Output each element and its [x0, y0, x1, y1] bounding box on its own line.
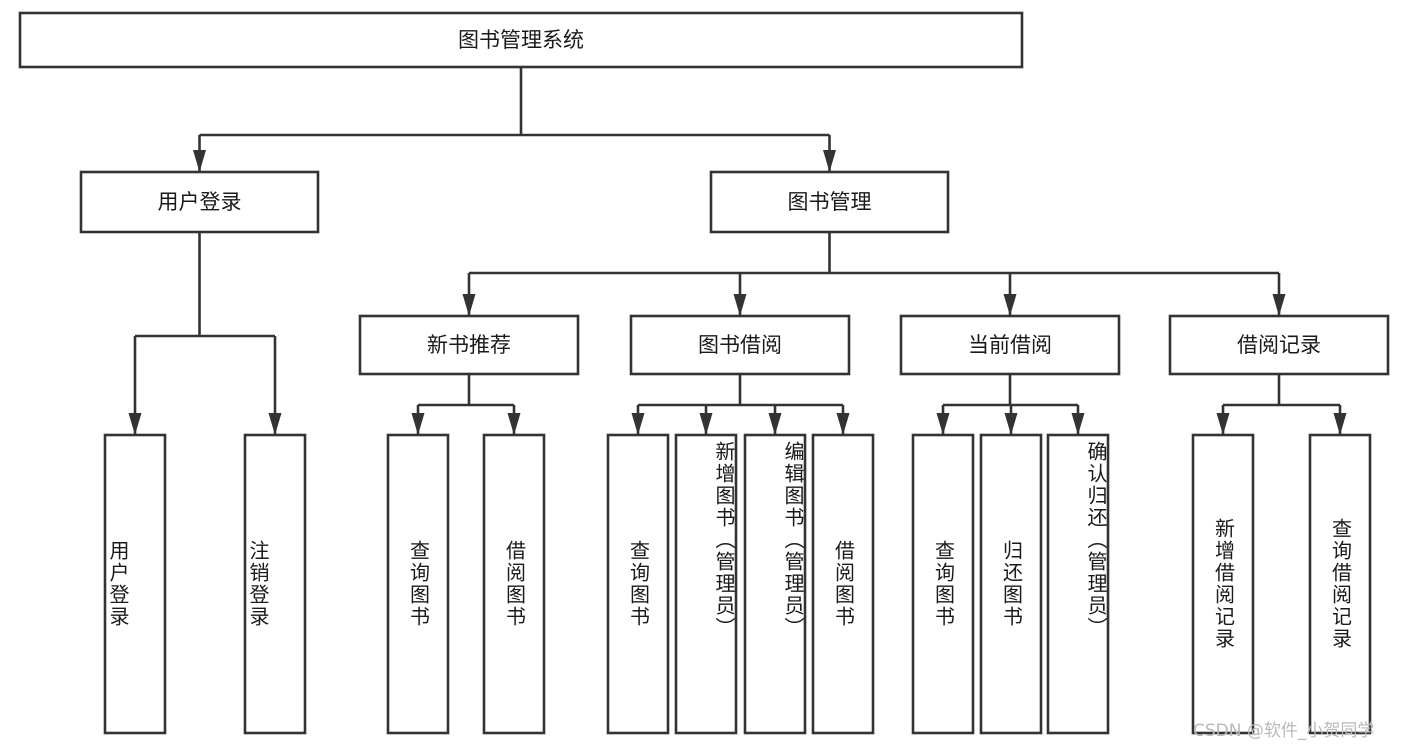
node-leaf-query-book-2[interactable]	[606, 433, 670, 735]
node-root[interactable]: 图书管理系统	[18, 11, 1024, 69]
node-leaf-query-record[interactable]	[1308, 433, 1372, 735]
node-label-book-borrow: 图书借阅	[698, 333, 782, 357]
node-box-leaf-edit-book	[743, 433, 807, 735]
node-leaf-user-logout[interactable]	[243, 433, 307, 735]
node-new-book-rec[interactable]: 新书推荐	[358, 314, 580, 376]
arrowhead-book-manage-3	[1272, 294, 1286, 316]
node-box-leaf-add-record	[1191, 433, 1255, 735]
node-leaf-add-record[interactable]	[1191, 433, 1255, 735]
node-box-leaf-borrow-book-2	[811, 433, 875, 735]
node-leaf-user-login[interactable]	[103, 433, 167, 735]
arrowhead-l2-book-borrow-3	[836, 413, 850, 435]
node-box-user-login	[79, 170, 320, 234]
node-borrow-record[interactable]: 借阅记录	[1168, 314, 1390, 376]
node-label-borrow-record: 借阅记录	[1237, 333, 1321, 357]
node-leaf-borrow-book-2[interactable]	[811, 433, 875, 735]
node-box-leaf-query-book-3	[911, 433, 975, 735]
node-label-user-login: 用户登录	[158, 190, 242, 214]
node-book-borrow[interactable]: 图书借阅	[629, 314, 851, 376]
node-box-leaf-confirm-return	[1046, 433, 1110, 735]
arrowhead-user-login-0	[128, 413, 142, 435]
arrowhead-l2-new-book-rec-1	[507, 413, 521, 435]
arrowhead-book-manage-1	[733, 294, 747, 316]
node-leaf-confirm-return[interactable]	[1046, 433, 1110, 735]
node-box-book-borrow	[629, 314, 851, 376]
node-box-new-book-rec	[358, 314, 580, 376]
node-leaf-return-book[interactable]	[979, 433, 1043, 735]
node-box-leaf-user-logout	[243, 433, 307, 735]
node-box-borrow-record	[1168, 314, 1390, 376]
node-current-borrow[interactable]: 当前借阅	[899, 314, 1121, 376]
node-box-leaf-return-book	[979, 433, 1043, 735]
arrowhead-l2-borrow-record-1	[1333, 413, 1347, 435]
node-box-leaf-add-book	[674, 433, 738, 735]
node-box-leaf-query-book-1	[386, 433, 450, 735]
arrowhead-l2-borrow-record-0	[1216, 413, 1230, 435]
arrowhead-l2-new-book-rec-0	[411, 413, 425, 435]
arrowhead-book-manage-2	[1003, 294, 1017, 316]
node-user-login[interactable]: 用户登录	[79, 170, 320, 234]
watermark-text: CSDN @软件_小贺同学	[1193, 721, 1375, 741]
node-box-leaf-query-record	[1308, 433, 1372, 735]
arrowhead-l2-book-borrow-0	[631, 413, 645, 435]
node-leaf-add-book[interactable]	[674, 433, 738, 735]
arrowhead-l2-book-borrow-1	[699, 413, 713, 435]
arrowhead-l2-book-borrow-2	[768, 413, 782, 435]
node-book-manage[interactable]: 图书管理	[709, 170, 950, 234]
arrowhead-book-manage-0	[462, 294, 476, 316]
node-box-root	[18, 11, 1024, 69]
node-box-leaf-borrow-book-1	[482, 433, 546, 735]
arrowhead-root-1	[823, 150, 836, 172]
node-box-leaf-user-login	[103, 433, 167, 735]
arrowhead-l2-current-borrow-2	[1071, 413, 1085, 435]
node-label-book-manage: 图书管理	[788, 190, 872, 214]
node-box-current-borrow	[899, 314, 1121, 376]
connector-layer	[128, 67, 1347, 435]
node-leaf-query-book-1[interactable]	[386, 433, 450, 735]
node-label-new-book-rec: 新书推荐	[427, 333, 511, 357]
arrowhead-l2-current-borrow-1	[1004, 413, 1018, 435]
arrowhead-user-login-1	[268, 413, 282, 435]
arrowhead-root-0	[193, 150, 206, 172]
node-box-book-manage	[709, 170, 950, 234]
node-leaf-query-book-3[interactable]	[911, 433, 975, 735]
node-label-current-borrow: 当前借阅	[968, 333, 1052, 357]
node-leaf-edit-book[interactable]	[743, 433, 807, 735]
arrowhead-l2-current-borrow-0	[936, 413, 950, 435]
node-leaf-borrow-book-1[interactable]	[482, 433, 546, 735]
node-box-leaf-query-book-2	[606, 433, 670, 735]
node-label-root: 图书管理系统	[458, 28, 584, 52]
